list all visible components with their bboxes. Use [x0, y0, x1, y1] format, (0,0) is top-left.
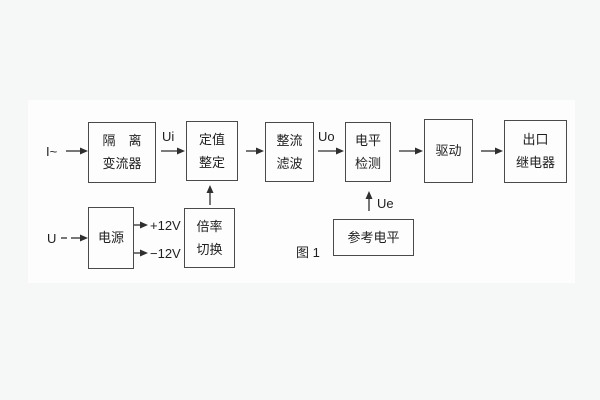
input-voltage-label: U: [47, 231, 57, 246]
block-setting-line2: 整定: [198, 154, 225, 170]
block-drive: 驱动: [424, 119, 473, 183]
block-relay-line1: 出口: [522, 132, 549, 147]
arrow-input-current: [66, 147, 88, 155]
block-drive-line1: 驱动: [435, 143, 462, 158]
block-reference-level: 参考电平: [333, 219, 414, 256]
block-power-supply: 电源: [88, 207, 134, 269]
arrow-setting-to-rectifier: [246, 147, 264, 155]
input-current-label: I~: [46, 144, 58, 159]
arrow-level-to-drive: [399, 147, 423, 155]
arrow-power-plus12: [133, 221, 148, 229]
block-output-relay: 出口 继电器: [504, 120, 567, 183]
block-isolation-transformer: 隔 离 变流器: [88, 122, 156, 183]
block-setting-line1: 定值: [198, 131, 225, 147]
arrow-power-minus12: [133, 249, 148, 257]
arrow-ratio-to-setting: [206, 185, 214, 205]
signal-uo-label: Uo: [318, 129, 335, 144]
rail-plus12-label: +12V: [150, 218, 181, 233]
block-level-line2: 检测: [354, 155, 381, 171]
block-rectifier-line1: 整流: [276, 132, 303, 148]
arrow-input-voltage: [61, 234, 88, 242]
block-isolation-line1: 隔 离: [102, 133, 142, 148]
block-relay-line2: 继电器: [515, 155, 555, 170]
block-power-line1: 电源: [97, 230, 124, 245]
rail-minus12-label: −12V: [150, 246, 181, 261]
block-ratio-line1: 倍率: [196, 218, 223, 234]
figure-caption: 图 1: [296, 245, 320, 260]
block-rectifier-line2: 滤波: [276, 155, 303, 171]
signal-ui-label: Ui: [162, 129, 175, 144]
block-ratio-line2: 切换: [196, 241, 223, 257]
block-rectifier-filter: 整流 滤波: [265, 122, 314, 182]
block-reference-line1: 参考电平: [347, 229, 400, 245]
block-setpoint-adjust: 定值 整定: [186, 121, 238, 181]
arrow-isolation-to-setting: [161, 147, 185, 155]
block-ratio-switch: 倍率 切换: [184, 208, 235, 268]
block-isolation-line2: 变流器: [102, 156, 142, 171]
block-level-line1: 电平: [354, 132, 381, 148]
signal-ue-label: Ue: [377, 196, 394, 211]
arrow-reference-ue: [365, 191, 373, 211]
arrow-rectifier-to-level: [318, 147, 344, 155]
arrow-drive-to-relay: [481, 147, 503, 155]
block-level-detect: 电平 检测: [345, 122, 391, 182]
